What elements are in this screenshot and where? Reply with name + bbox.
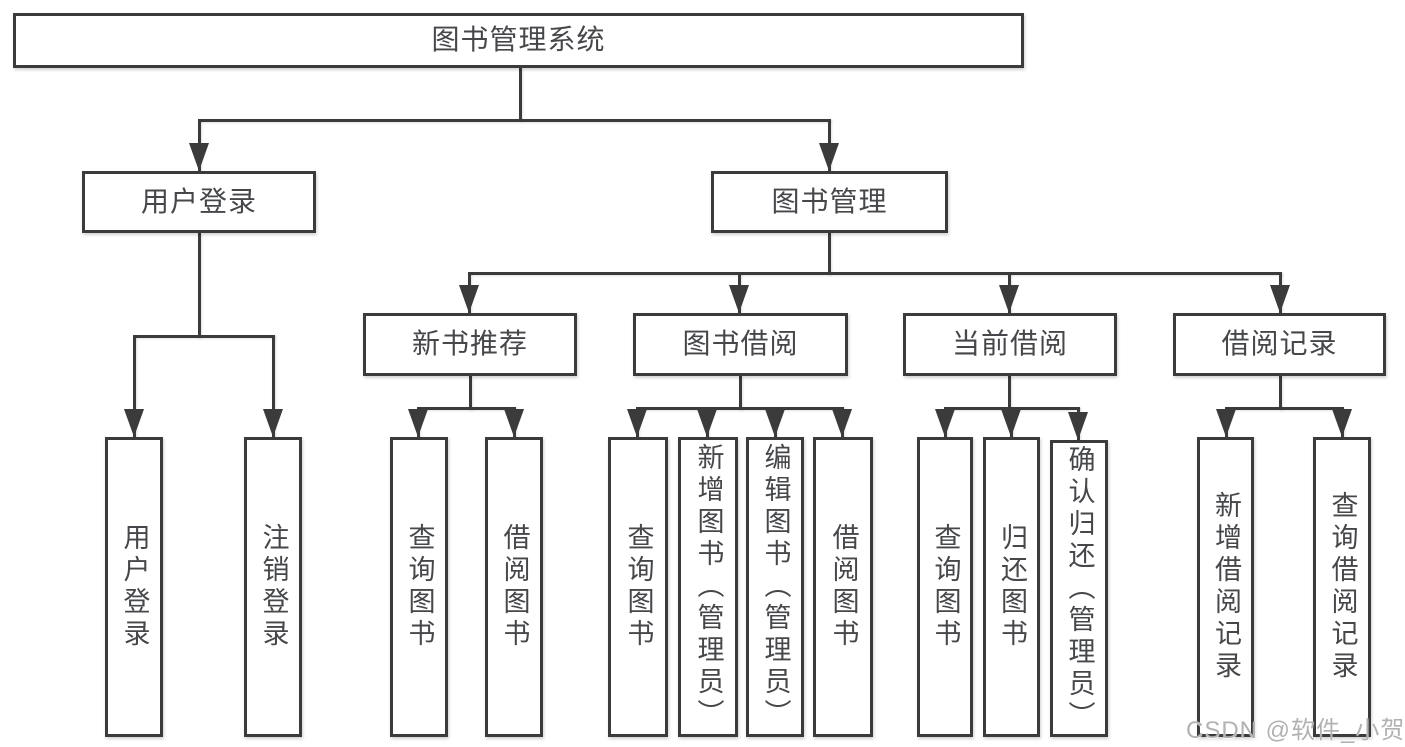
node-add-borrow-record: 新增借阅记录 [1197,437,1254,737]
connector-line-horizontal [417,407,516,410]
node-user-login: 用户登录 [82,171,316,233]
node-edit-books-admin: 编辑图书（管理员） [746,437,804,737]
node-user-login-action: 用户登录 [105,437,163,737]
node-query-books-current: 查询图书 [917,437,973,737]
arrowhead-down-icon [1332,409,1352,437]
node-return-books: 归还图书 [983,437,1040,737]
connector-line-vertical [1008,376,1011,410]
connector-line-vertical [519,68,522,121]
connector-line-vertical [739,376,742,410]
node-logout-action: 注销登录 [244,437,302,737]
node-system: 图书管理系统 [13,13,1024,68]
node-query-borrow-record: 查询借阅记录 [1313,437,1371,737]
node-add-books-admin: 新增图书（管理员） [678,437,738,737]
connector-line-vertical [272,335,275,437]
arrowhead-down-icon [1270,285,1290,313]
node-borrow-books-recommend: 借阅图书 [485,437,543,737]
connector-line-vertical [469,376,472,410]
node-book-management: 图书管理 [711,171,948,233]
arrowhead-down-icon [263,409,283,437]
connector-line-vertical [198,233,201,338]
connector-line-vertical [828,233,831,275]
arrowhead-down-icon [1068,412,1088,440]
arrowhead-down-icon [1001,409,1021,437]
connector-line-horizontal [133,335,275,338]
node-query-books-borrowing: 查询图书 [608,437,668,737]
arrowhead-down-icon [124,409,144,437]
connector-line-vertical [133,335,136,437]
node-current-borrowing: 当前借阅 [903,313,1117,376]
arrowhead-down-icon [832,409,852,437]
arrowhead-down-icon [504,409,524,437]
connector-line-vertical [1279,376,1282,410]
connector-line-horizontal [636,407,844,410]
node-book-borrowing: 图书借阅 [633,313,848,376]
connector-line-horizontal [198,119,831,122]
arrowhead-down-icon [1216,409,1236,437]
node-query-books-recommend: 查询图书 [390,437,448,737]
node-borrow-books-borrowing: 借阅图书 [813,437,873,737]
arrowhead-down-icon [627,409,647,437]
connector-line-horizontal [1225,407,1343,410]
arrowhead-down-icon [697,409,717,437]
watermark: CSDN @软件_小贺同学 [1186,717,1405,744]
node-new-book-recommend: 新书推荐 [363,313,577,376]
arrowhead-down-icon [999,285,1019,313]
node-confirm-return-admin: 确认归还（管理员） [1050,440,1108,737]
arrowhead-down-icon [765,409,785,437]
connector-line-horizontal [468,272,1282,275]
node-borrowing-records: 借阅记录 [1173,313,1386,376]
arrowhead-down-icon [459,285,479,313]
arrowhead-down-icon [819,143,839,171]
arrowhead-down-icon [408,409,428,437]
arrowhead-down-icon [189,143,209,171]
arrowhead-down-icon [935,409,955,437]
arrowhead-down-icon [729,285,749,313]
